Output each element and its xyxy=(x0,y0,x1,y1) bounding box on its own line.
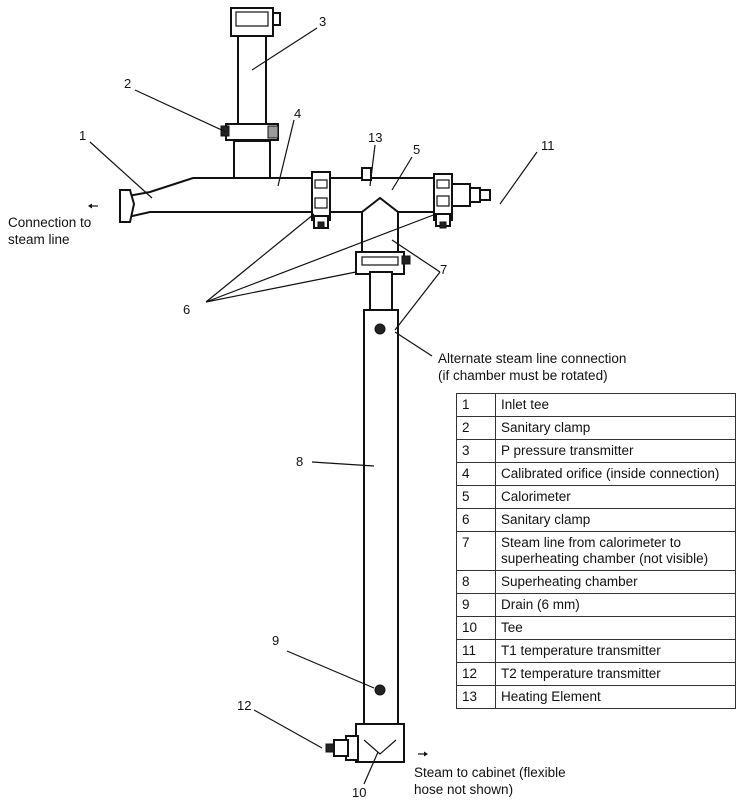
legend-number: 5 xyxy=(456,485,496,509)
steam-line-caption-1: Connection to xyxy=(8,215,91,230)
legend-description: Inlet tee xyxy=(495,393,736,417)
steam-line-stub xyxy=(369,271,393,313)
callout-12: 12 xyxy=(237,698,251,713)
sanitary-clamp-right xyxy=(433,173,453,229)
legend-number: 3 xyxy=(456,439,496,463)
legend-description: Steam line from calorimeter to superheat… xyxy=(495,531,736,571)
legend-description: T1 temperature transmitter xyxy=(495,639,736,663)
callout-6: 6 xyxy=(183,302,190,317)
t1-transmitter xyxy=(451,183,491,207)
callout-10: 10 xyxy=(352,785,366,800)
drain-port xyxy=(374,684,386,696)
legend-description: Sanitary clamp xyxy=(495,416,736,440)
steam-line-caption-2: steam line xyxy=(8,232,70,247)
legend-number: 2 xyxy=(456,416,496,440)
callout-9: 9 xyxy=(272,633,279,648)
legend-number: 4 xyxy=(456,462,496,486)
alternate-caption-2: (if chamber must be rotated) xyxy=(438,368,608,383)
callout-numbers: 1 2 3 4 5 6 7 8 9 10 11 12 13 xyxy=(79,14,555,800)
legend-description: Superheating chamber xyxy=(495,570,736,594)
sanitary-clamp-left xyxy=(311,171,331,229)
legend-description: Calorimeter xyxy=(495,485,736,509)
callout-11: 11 xyxy=(541,138,555,153)
callout-4: 4 xyxy=(294,106,301,121)
alternate-connection-port xyxy=(374,323,386,335)
callout-3: 3 xyxy=(319,14,326,29)
callout-8: 8 xyxy=(296,454,303,469)
legend-number: 8 xyxy=(456,570,496,594)
flow-arrows xyxy=(88,203,428,757)
heating-element xyxy=(361,167,372,181)
legend-description: Heating Element xyxy=(495,685,736,709)
legend-description: Tee xyxy=(495,616,736,640)
legend-description: Drain (6 mm) xyxy=(495,593,736,617)
callout-7: 7 xyxy=(440,262,447,277)
callout-5: 5 xyxy=(413,142,420,157)
callout-2: 2 xyxy=(124,76,131,91)
legend-number: 13 xyxy=(456,685,496,709)
pressure-transmitter xyxy=(230,7,281,131)
legend-number: 6 xyxy=(456,508,496,532)
cabinet-caption-1: Steam to cabinet (flexible xyxy=(414,765,566,780)
legend-number: 7 xyxy=(456,531,496,571)
sanitary-clamp-lower xyxy=(355,251,411,275)
bottom-tee xyxy=(325,723,405,763)
alternate-caption-1: Alternate steam line connection xyxy=(438,351,626,366)
legend-number: 10 xyxy=(456,616,496,640)
sanitary-clamp-top xyxy=(220,123,279,141)
legend-description: Calibrated orifice (inside connection) xyxy=(495,462,736,486)
legend-number: 12 xyxy=(456,662,496,686)
legend-description: P pressure transmitter xyxy=(495,439,736,463)
legend-description: T2 temperature transmitter xyxy=(495,662,736,686)
legend-number: 11 xyxy=(456,639,496,663)
cabinet-caption-2: hose not shown) xyxy=(414,782,513,797)
callout-1: 1 xyxy=(79,128,86,143)
leader-lines xyxy=(89,27,538,785)
legend-description: Sanitary clamp xyxy=(495,508,736,532)
calorimeter-tee xyxy=(361,196,399,255)
superheating-chamber xyxy=(363,309,399,725)
legend-number: 9 xyxy=(456,593,496,617)
callout-13: 13 xyxy=(368,130,382,145)
inlet-tee xyxy=(119,177,321,223)
legend-number: 1 xyxy=(456,393,496,417)
